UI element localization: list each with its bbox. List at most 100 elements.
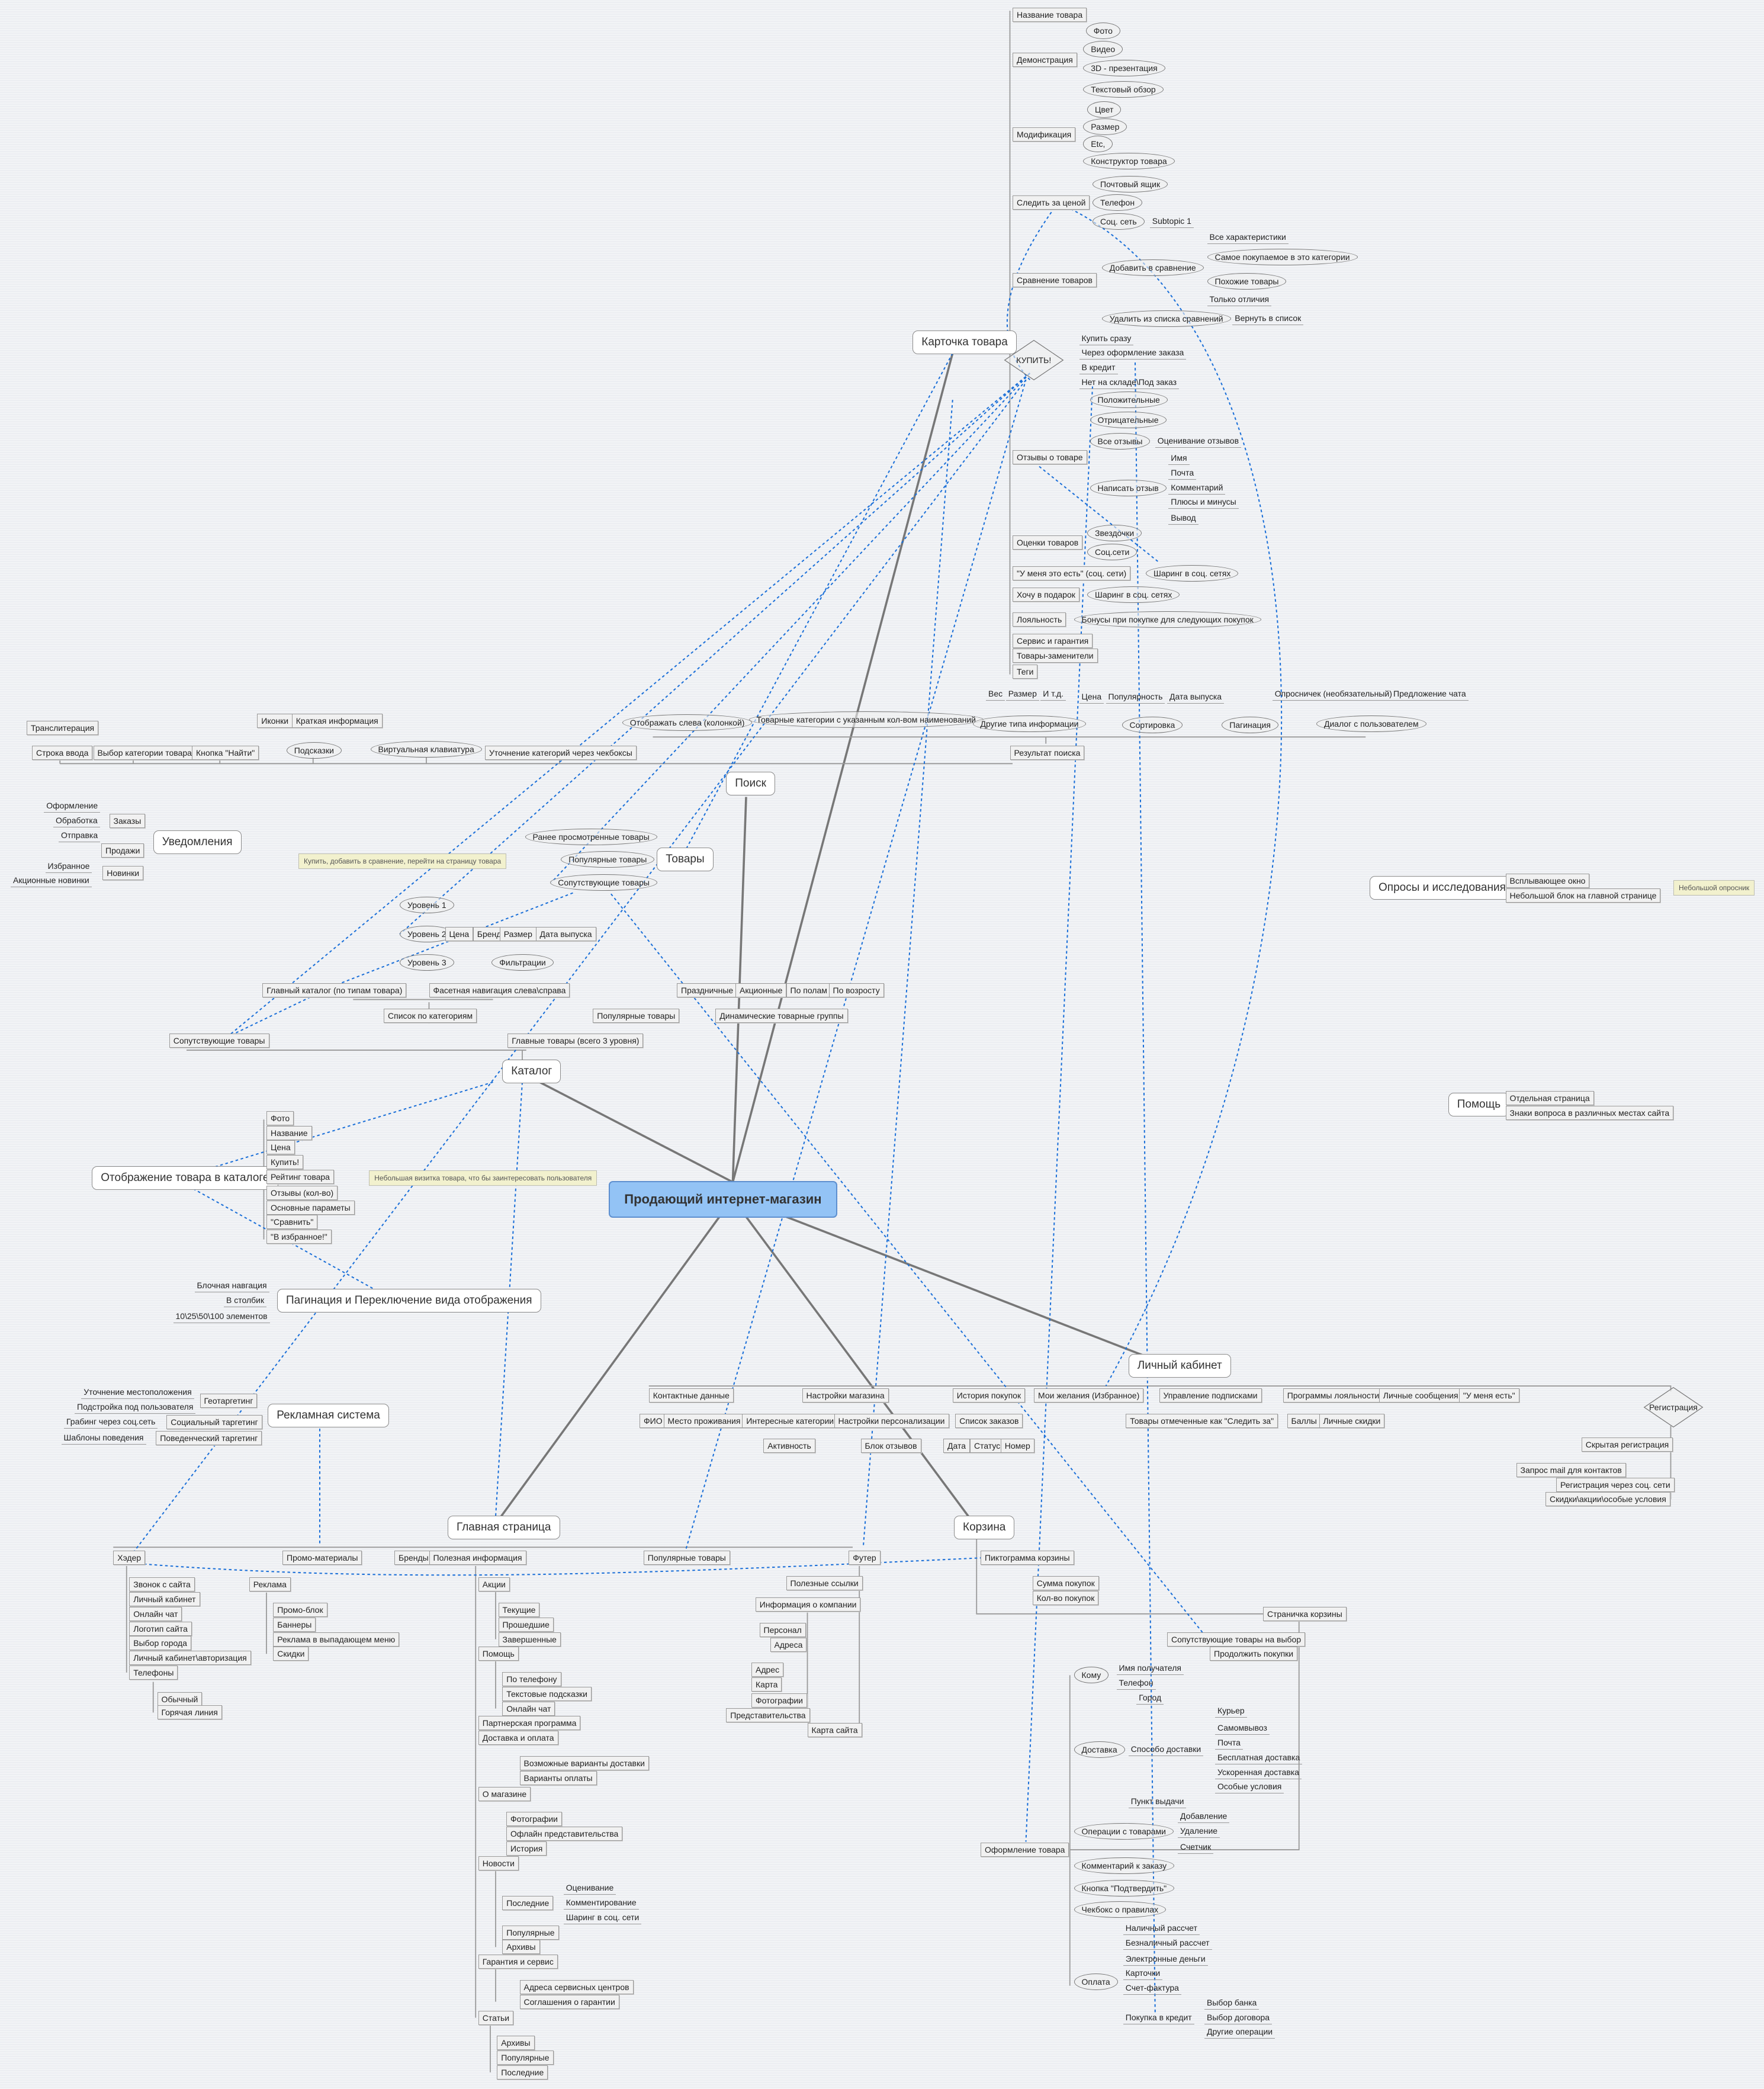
notifications-node[interactable]: Заказы bbox=[109, 814, 146, 828]
home-page-node[interactable]: О магазине bbox=[478, 1786, 531, 1801]
goods-node[interactable]: Сопутствующие товары bbox=[550, 874, 657, 891]
home-page-node[interactable]: Последние bbox=[497, 2065, 548, 2080]
cart-node[interactable]: Безналичный рассчет bbox=[1123, 1937, 1212, 1950]
account-node[interactable]: Дата bbox=[943, 1439, 971, 1453]
search-node[interactable]: Вес bbox=[986, 688, 1005, 701]
notifications-node[interactable]: Акционные новинки bbox=[11, 874, 92, 888]
catalog-node[interactable]: По возросту bbox=[828, 983, 884, 997]
home-page-node[interactable]: Новости bbox=[478, 1856, 519, 1870]
home-page-node[interactable]: Прошедшие bbox=[498, 1617, 554, 1632]
notifications-topic[interactable]: Уведомления bbox=[153, 830, 242, 854]
home-page-node[interactable]: Архивы bbox=[502, 1940, 540, 1955]
product-card-node[interactable]: Добавить в сравнение bbox=[1101, 259, 1204, 277]
account-node[interactable]: Управление подписками bbox=[1159, 1388, 1262, 1403]
account-node[interactable]: Скрытая регистрация bbox=[1581, 1437, 1673, 1452]
cart-node[interactable]: Бесплатная доставка bbox=[1215, 1751, 1303, 1764]
cart-node[interactable]: Способо доставки bbox=[1128, 1743, 1204, 1757]
home-page-node[interactable]: Полезные ссылки bbox=[786, 1576, 863, 1590]
ad-system-node[interactable]: Подстройка под пользователя bbox=[75, 1401, 196, 1414]
central-topic[interactable]: Продающий интернет-магазин bbox=[609, 1181, 837, 1218]
ad-system-node[interactable]: Грабинг через соц.сеть bbox=[64, 1416, 158, 1429]
product-card-node[interactable]: Название товара bbox=[1013, 7, 1087, 22]
catalog-node[interactable]: Уровень 1 bbox=[400, 896, 454, 913]
search-node[interactable]: Краткая информация bbox=[291, 714, 383, 729]
search-node[interactable]: Иконки bbox=[257, 714, 293, 729]
product-card-node[interactable]: Телефон bbox=[1093, 194, 1143, 211]
catalog-display-node[interactable]: Рейтинг товара bbox=[266, 1169, 334, 1184]
account-node[interactable]: Регистрация через соц. сети bbox=[1556, 1477, 1675, 1492]
home-page-node[interactable]: Популярные bbox=[497, 2051, 554, 2065]
cart-node[interactable]: Покупка в кредит bbox=[1123, 2011, 1194, 2024]
cart-node[interactable]: Счет-фактура bbox=[1123, 1982, 1181, 1995]
search-node[interactable]: Цена bbox=[1079, 691, 1104, 704]
ad-system-node[interactable]: Геотаргетинг bbox=[200, 1393, 258, 1408]
home-page-node[interactable]: Варианты оплаты bbox=[519, 1770, 597, 1785]
surveys-topic[interactable]: Опросы и исследования bbox=[1370, 875, 1515, 900]
account-node[interactable]: Настройки персонализации bbox=[834, 1413, 949, 1428]
home-page-node[interactable]: Выбор города bbox=[129, 1636, 191, 1651]
product-card-node[interactable]: Отрицательные bbox=[1090, 411, 1167, 428]
home-page-node[interactable]: Реклама в выпадающем меню bbox=[273, 1632, 400, 1647]
home-page-node[interactable]: Карта сайта bbox=[807, 1722, 862, 1737]
home-page-node[interactable]: Текущие bbox=[498, 1603, 540, 1617]
product-card-node[interactable]: Все характеристики bbox=[1207, 231, 1289, 244]
cart-node[interactable]: Имя получателя bbox=[1116, 1662, 1184, 1675]
cart-node[interactable]: Сумма покупок bbox=[1032, 1576, 1099, 1590]
account-decision-node[interactable]: Регистрация bbox=[1636, 1393, 1711, 1421]
notifications-node[interactable]: Оформление bbox=[44, 800, 101, 813]
home-page-node[interactable]: Личный кабинет bbox=[129, 1592, 200, 1606]
home-page-node[interactable]: Информация о компании bbox=[755, 1597, 861, 1612]
product-card-node[interactable]: Товары-заменители bbox=[1013, 649, 1098, 663]
catalog-node[interactable]: Праздничные bbox=[677, 983, 738, 997]
search-node[interactable]: И т.д. bbox=[1040, 688, 1066, 701]
product-card-node[interactable]: Купить сразу bbox=[1079, 332, 1134, 345]
home-page-node[interactable]: История bbox=[506, 1841, 547, 1856]
catalog-node[interactable]: Уровень 3 bbox=[400, 954, 454, 971]
cart-node[interactable]: Пункт выдачи bbox=[1128, 1795, 1187, 1808]
home-page-node[interactable]: Статьи bbox=[478, 2010, 514, 2025]
cart-node[interactable]: Курьер bbox=[1215, 1705, 1247, 1718]
product-card-node[interactable]: Оценки товаров bbox=[1013, 535, 1083, 550]
home-page-node[interactable]: Текстовые подсказки bbox=[502, 1686, 592, 1701]
cart-node[interactable]: Чекбокс о правилах bbox=[1074, 1901, 1167, 1918]
cart-node[interactable]: Самомвывоз bbox=[1215, 1722, 1270, 1735]
home-page-node[interactable]: Последние bbox=[502, 1896, 554, 1910]
cart-node[interactable]: Особые условия bbox=[1215, 1780, 1284, 1794]
product-card-node[interactable]: Сервис и гарантия bbox=[1013, 634, 1093, 649]
cart-node[interactable]: Ускоренная доставка bbox=[1215, 1766, 1302, 1779]
product-card-node[interactable]: Вывод bbox=[1168, 512, 1199, 525]
pagination-topic[interactable]: Пагинация и Переключение вида отображени… bbox=[277, 1289, 541, 1313]
home-page-node[interactable]: Акции bbox=[478, 1577, 510, 1592]
home-page-node[interactable]: По телефону bbox=[502, 1672, 561, 1686]
product-card-node[interactable]: Удалить из списка сравнений bbox=[1101, 310, 1231, 327]
ad-system-topic[interactable]: Рекламная система bbox=[268, 1403, 389, 1427]
home-page-node[interactable]: Популярные товары bbox=[643, 1551, 730, 1565]
home-page-node[interactable]: Онлайн чат bbox=[502, 1701, 555, 1716]
search-node[interactable]: Дата выпуска bbox=[1167, 691, 1225, 704]
account-node[interactable]: Блок отзывов bbox=[860, 1439, 921, 1453]
cart-node[interactable]: Доставка bbox=[1074, 1741, 1125, 1759]
account-node[interactable]: "У меня есть" bbox=[1458, 1388, 1519, 1403]
notifications-node[interactable]: Отправка bbox=[59, 829, 101, 842]
product-card-node[interactable]: Комментарий bbox=[1168, 482, 1226, 495]
pagination-node[interactable]: 10\25\50\100 элементов bbox=[173, 1310, 270, 1323]
home-page-node[interactable]: Логотип сайта bbox=[129, 1621, 192, 1636]
product-card-node[interactable]: Отзывы о товаре bbox=[1013, 450, 1087, 464]
cart-node[interactable]: Операции с товарами bbox=[1074, 1822, 1174, 1840]
product-card-node[interactable]: Нет на складе\Под заказ bbox=[1079, 376, 1180, 389]
account-node[interactable]: Скидки\акции\особые условия bbox=[1545, 1492, 1670, 1507]
catalog-topic[interactable]: Каталог bbox=[502, 1060, 561, 1083]
catalog-node[interactable]: Акционные bbox=[735, 983, 787, 997]
catalog-node[interactable]: Список по категориям bbox=[384, 1008, 477, 1023]
catalog-node[interactable]: Главный каталог (по типам товара) bbox=[262, 983, 407, 997]
account-node[interactable]: Контактные данные bbox=[648, 1388, 734, 1403]
home-page-node[interactable]: Доставка и оплата bbox=[478, 1731, 558, 1745]
product-card-node[interactable]: Соц. сеть bbox=[1093, 213, 1145, 230]
catalog-display-node[interactable]: Цена bbox=[266, 1140, 295, 1155]
search-node[interactable]: Другие типа информации bbox=[972, 715, 1087, 732]
ad-system-node[interactable]: Социальный таргетинг bbox=[166, 1414, 262, 1429]
home-page-node[interactable]: Офлайн представительства bbox=[506, 1827, 623, 1841]
product-card-node[interactable]: Subtopic 1 bbox=[1149, 215, 1194, 228]
search-node[interactable]: Отображать слева (колонкой) bbox=[622, 714, 753, 731]
notifications-node[interactable]: Обработка bbox=[53, 814, 100, 827]
